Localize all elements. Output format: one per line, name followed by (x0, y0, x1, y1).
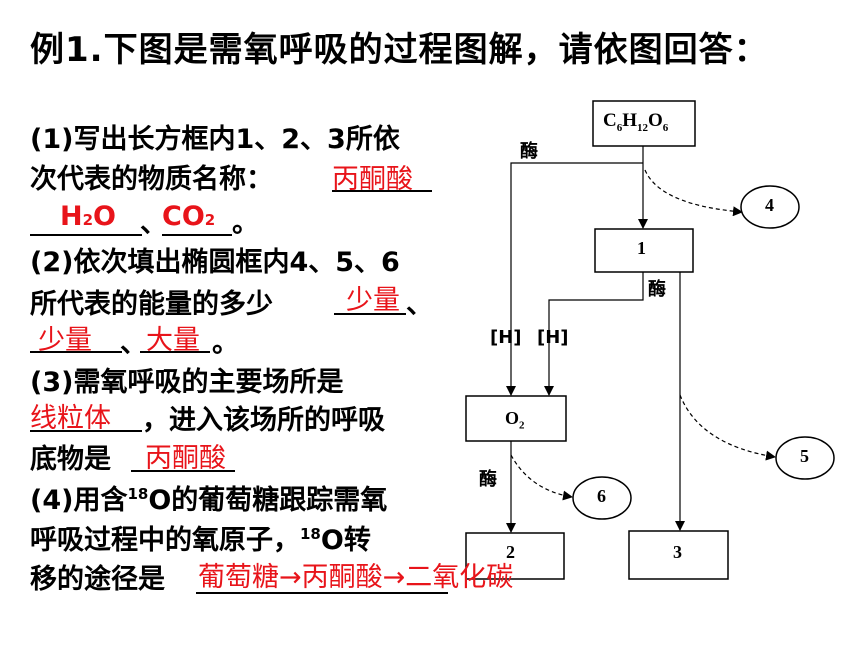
enzyme-label: 酶 (520, 141, 538, 162)
q1-sep: 、 (140, 208, 167, 239)
ellipse-6-label: 6 (597, 486, 606, 506)
dashed-arrow-5 (679, 394, 776, 461)
q2-sep2: 、 (120, 328, 147, 359)
q4-line1: (4)用含18O的葡萄糖跟踪需氧 (30, 485, 388, 516)
arrow-h-from-glucose (506, 162, 643, 396)
q2-end: 。 (212, 328, 239, 359)
answer-1: 丙酮酸 (332, 164, 413, 195)
box-3-label: 3 (673, 542, 682, 562)
enzyme-label: 酶 (648, 279, 666, 300)
ellipse-5-label: 5 (800, 446, 809, 466)
q4-line3: 移的途径是 (30, 564, 165, 595)
oxygen-label: O2 (505, 408, 525, 432)
q2-line1: (2)依次填出椭圆框内4、5、6 (30, 247, 400, 278)
q1-line2: 次代表的物质名称： (30, 164, 273, 195)
oxygen-box (465, 395, 567, 442)
answer-4: 少量 (346, 285, 400, 316)
box-2 (465, 532, 565, 580)
q3-line3: 底物是 (30, 444, 111, 475)
blank-underline (131, 470, 235, 472)
q1-end: 。 (232, 208, 259, 239)
page-title: 例1.下图是需氧呼吸的过程图解，请依图回答： (30, 30, 769, 70)
blank-underline (334, 313, 406, 315)
blank-underline (196, 592, 448, 594)
blank-underline (30, 430, 142, 432)
ellipse-4-label: 4 (765, 195, 774, 215)
box-1-label: 1 (637, 238, 646, 258)
answer-h2o: H2O (60, 201, 116, 232)
h-label: [H] (490, 327, 522, 348)
answer-5: 少量 (38, 325, 92, 356)
q3-line1: (3)需氧呼吸的主要场所是 (30, 367, 344, 398)
arrow-h-from-1 (544, 272, 644, 396)
q4-line2: 呼吸过程中的氧原子，18O转 (30, 525, 371, 556)
dashed-arrow-6 (510, 454, 573, 501)
blank-underline (162, 234, 232, 236)
answer-7: 线粒体 (30, 403, 111, 434)
blank-underline (30, 351, 122, 353)
q2-sep1: 、 (406, 289, 433, 320)
blank-underline (30, 234, 142, 236)
dashed-arrow-4 (644, 169, 743, 217)
answer-9: 葡萄糖→丙酮酸→二氧化碳 (198, 562, 514, 593)
answer-6: 大量 (146, 325, 200, 356)
enzyme-label: 酶 (479, 469, 497, 490)
blank-underline (332, 190, 432, 192)
blank-underline (140, 351, 210, 353)
answer-co2: CO2 (162, 201, 216, 232)
box-3 (628, 530, 729, 580)
q3-line2: ，进入该场所的呼吸 (142, 405, 385, 436)
box-2-label: 2 (506, 542, 515, 562)
q2-line2: 所代表的能量的多少 (30, 289, 273, 320)
q1-line1: (1)写出长方框内1、2、3所依 (30, 124, 400, 155)
box-1 (594, 228, 694, 273)
glucose-box (592, 100, 696, 147)
ellipse-5 (775, 436, 835, 480)
answer-8: 丙酮酸 (145, 443, 226, 474)
glucose-label: C6H12O6 (603, 110, 669, 134)
h-label: [H] (537, 327, 569, 348)
ellipse-6 (572, 476, 632, 520)
